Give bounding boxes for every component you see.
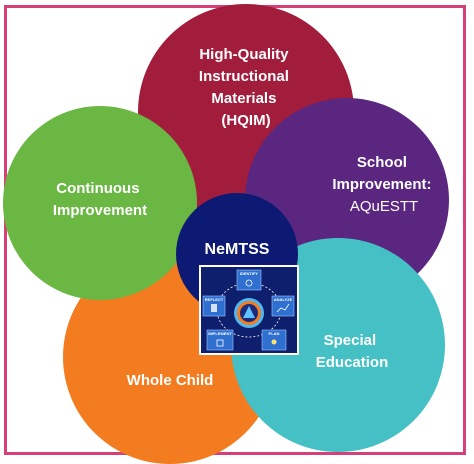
- special-line-1: Special: [324, 332, 377, 349]
- lightbulb-icon: [271, 339, 277, 345]
- special-line-2: Education: [316, 354, 389, 371]
- hqim-line-1: High-Quality: [199, 46, 289, 63]
- school-line-3: AQuESTT: [350, 198, 418, 215]
- plan-label: PLAN: [269, 331, 280, 336]
- continuous-improvement-label: Continuous Improvement: [53, 180, 147, 219]
- document-icon: [211, 304, 217, 312]
- hqim-label: High-Quality Instructional Materials (HQ…: [199, 46, 293, 129]
- whole-child-label: Whole Child: [127, 372, 214, 389]
- gear-icon: [216, 339, 224, 347]
- mtss-cycle-graphic: IDENTIFY ANALYZE PLAN IMPLEMENT REFLECT: [199, 265, 299, 355]
- analyze-label: ANALYZE: [274, 297, 293, 302]
- school-line-2: Improvement:: [332, 176, 431, 193]
- school-line-1: School: [357, 154, 407, 171]
- continuous-line-1: Continuous: [56, 180, 139, 197]
- identify-label: IDENTIFY: [240, 271, 259, 276]
- continuous-line-2: Improvement: [53, 202, 147, 219]
- continuous-improvement-circle: [3, 106, 197, 300]
- chart-icon: [276, 303, 290, 313]
- implement-label: IMPLEMENT: [208, 331, 232, 336]
- magnifier-icon: [245, 279, 253, 287]
- special-education-label: Special Education: [316, 332, 389, 371]
- reflect-label: REFLECT: [205, 297, 224, 302]
- hqim-line-2: Instructional: [199, 68, 289, 85]
- hqim-line-4: (HQIM): [221, 112, 270, 129]
- triangle-icon: [243, 306, 255, 318]
- school-improvement-label: School Improvement: AQuESTT: [332, 154, 435, 215]
- hqim-line-3: Materials: [211, 90, 276, 107]
- nemtss-label: NeMTSS: [205, 241, 270, 258]
